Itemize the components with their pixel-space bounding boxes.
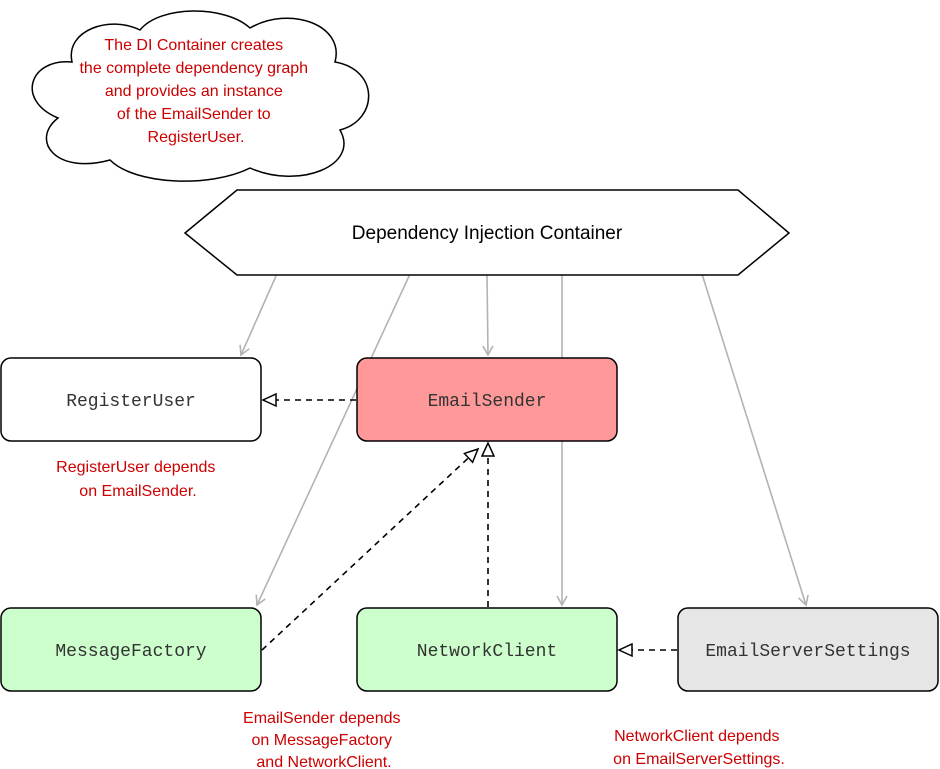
di-container: Dependency Injection Container [183, 189, 791, 276]
note-email-sender: EmailSender depends on MessageFactory an… [243, 710, 405, 769]
di-container-shape [183, 189, 791, 276]
cloud-shape [31, 10, 370, 182]
message-factory-box [0, 607, 262, 692]
cloud-note-line: and provides an instance [105, 83, 283, 100]
dependency-arrows [262, 400, 677, 650]
cloud-note-line: of the EmailSender to [117, 106, 271, 123]
register-user-box [0, 357, 262, 442]
svg-text:EmailSender depends on M: EmailSender depends on MessageFactory an… [243, 710, 405, 769]
di-container-label: Dependency Injection Container [352, 223, 623, 244]
message-factory-to-email-sender-arrow [261, 449, 478, 651]
svg-text:NetworkClient depends on: NetworkClient depends on EmailServerSett… [613, 728, 785, 768]
note-line: NetworkClient depends [614, 728, 779, 745]
note-line: EmailSender depends [243, 710, 400, 727]
note-line: on EmailServerSettings. [613, 751, 785, 768]
email-server-settings-box [677, 607, 939, 692]
note-line: and NetworkClient. [256, 754, 391, 769]
class-register-user: RegisterUser [0, 357, 262, 442]
class-email-sender: EmailSender [356, 357, 618, 442]
svg-text:RegisterUser depends on: RegisterUser depends on EmailSender. [56, 459, 220, 500]
class-network-client: NetworkClient [356, 607, 618, 692]
class-email-server-settings: EmailServerSettings [677, 607, 939, 692]
inject-email-sender-arrow [482, 273, 494, 357]
inject-email-server-settings-arrow [701, 273, 809, 607]
class-message-factory: MessageFactory [0, 607, 262, 692]
note-line: on MessageFactory [252, 732, 393, 749]
inject-register-user-arrow [239, 275, 277, 357]
note-network-client: NetworkClient depends on EmailServerSett… [613, 728, 785, 768]
cloud-note: The DI Container creates the complete de… [31, 10, 370, 182]
cloud-note-line: The DI Container creates [104, 37, 283, 54]
cloud-note-line: RegisterUser. [148, 129, 245, 146]
cloud-note-line: the complete dependency graph [79, 60, 308, 77]
email-server-settings-label: EmailServerSettings [705, 642, 910, 662]
network-client-box [356, 607, 618, 692]
note-line: RegisterUser depends [56, 459, 215, 476]
note-line: on EmailSender. [79, 483, 196, 500]
register-user-label: RegisterUser [66, 392, 196, 412]
email-sender-label: EmailSender [428, 392, 547, 412]
svg-text:The DI Container creates: The DI Container creates the complete de… [79, 37, 312, 146]
email-sender-box [356, 357, 618, 442]
inject-message-factory-arrow [255, 273, 411, 607]
network-client-label: NetworkClient [417, 642, 557, 662]
message-factory-label: MessageFactory [55, 642, 206, 662]
note-register-user: RegisterUser depends on EmailSender. [56, 459, 220, 500]
